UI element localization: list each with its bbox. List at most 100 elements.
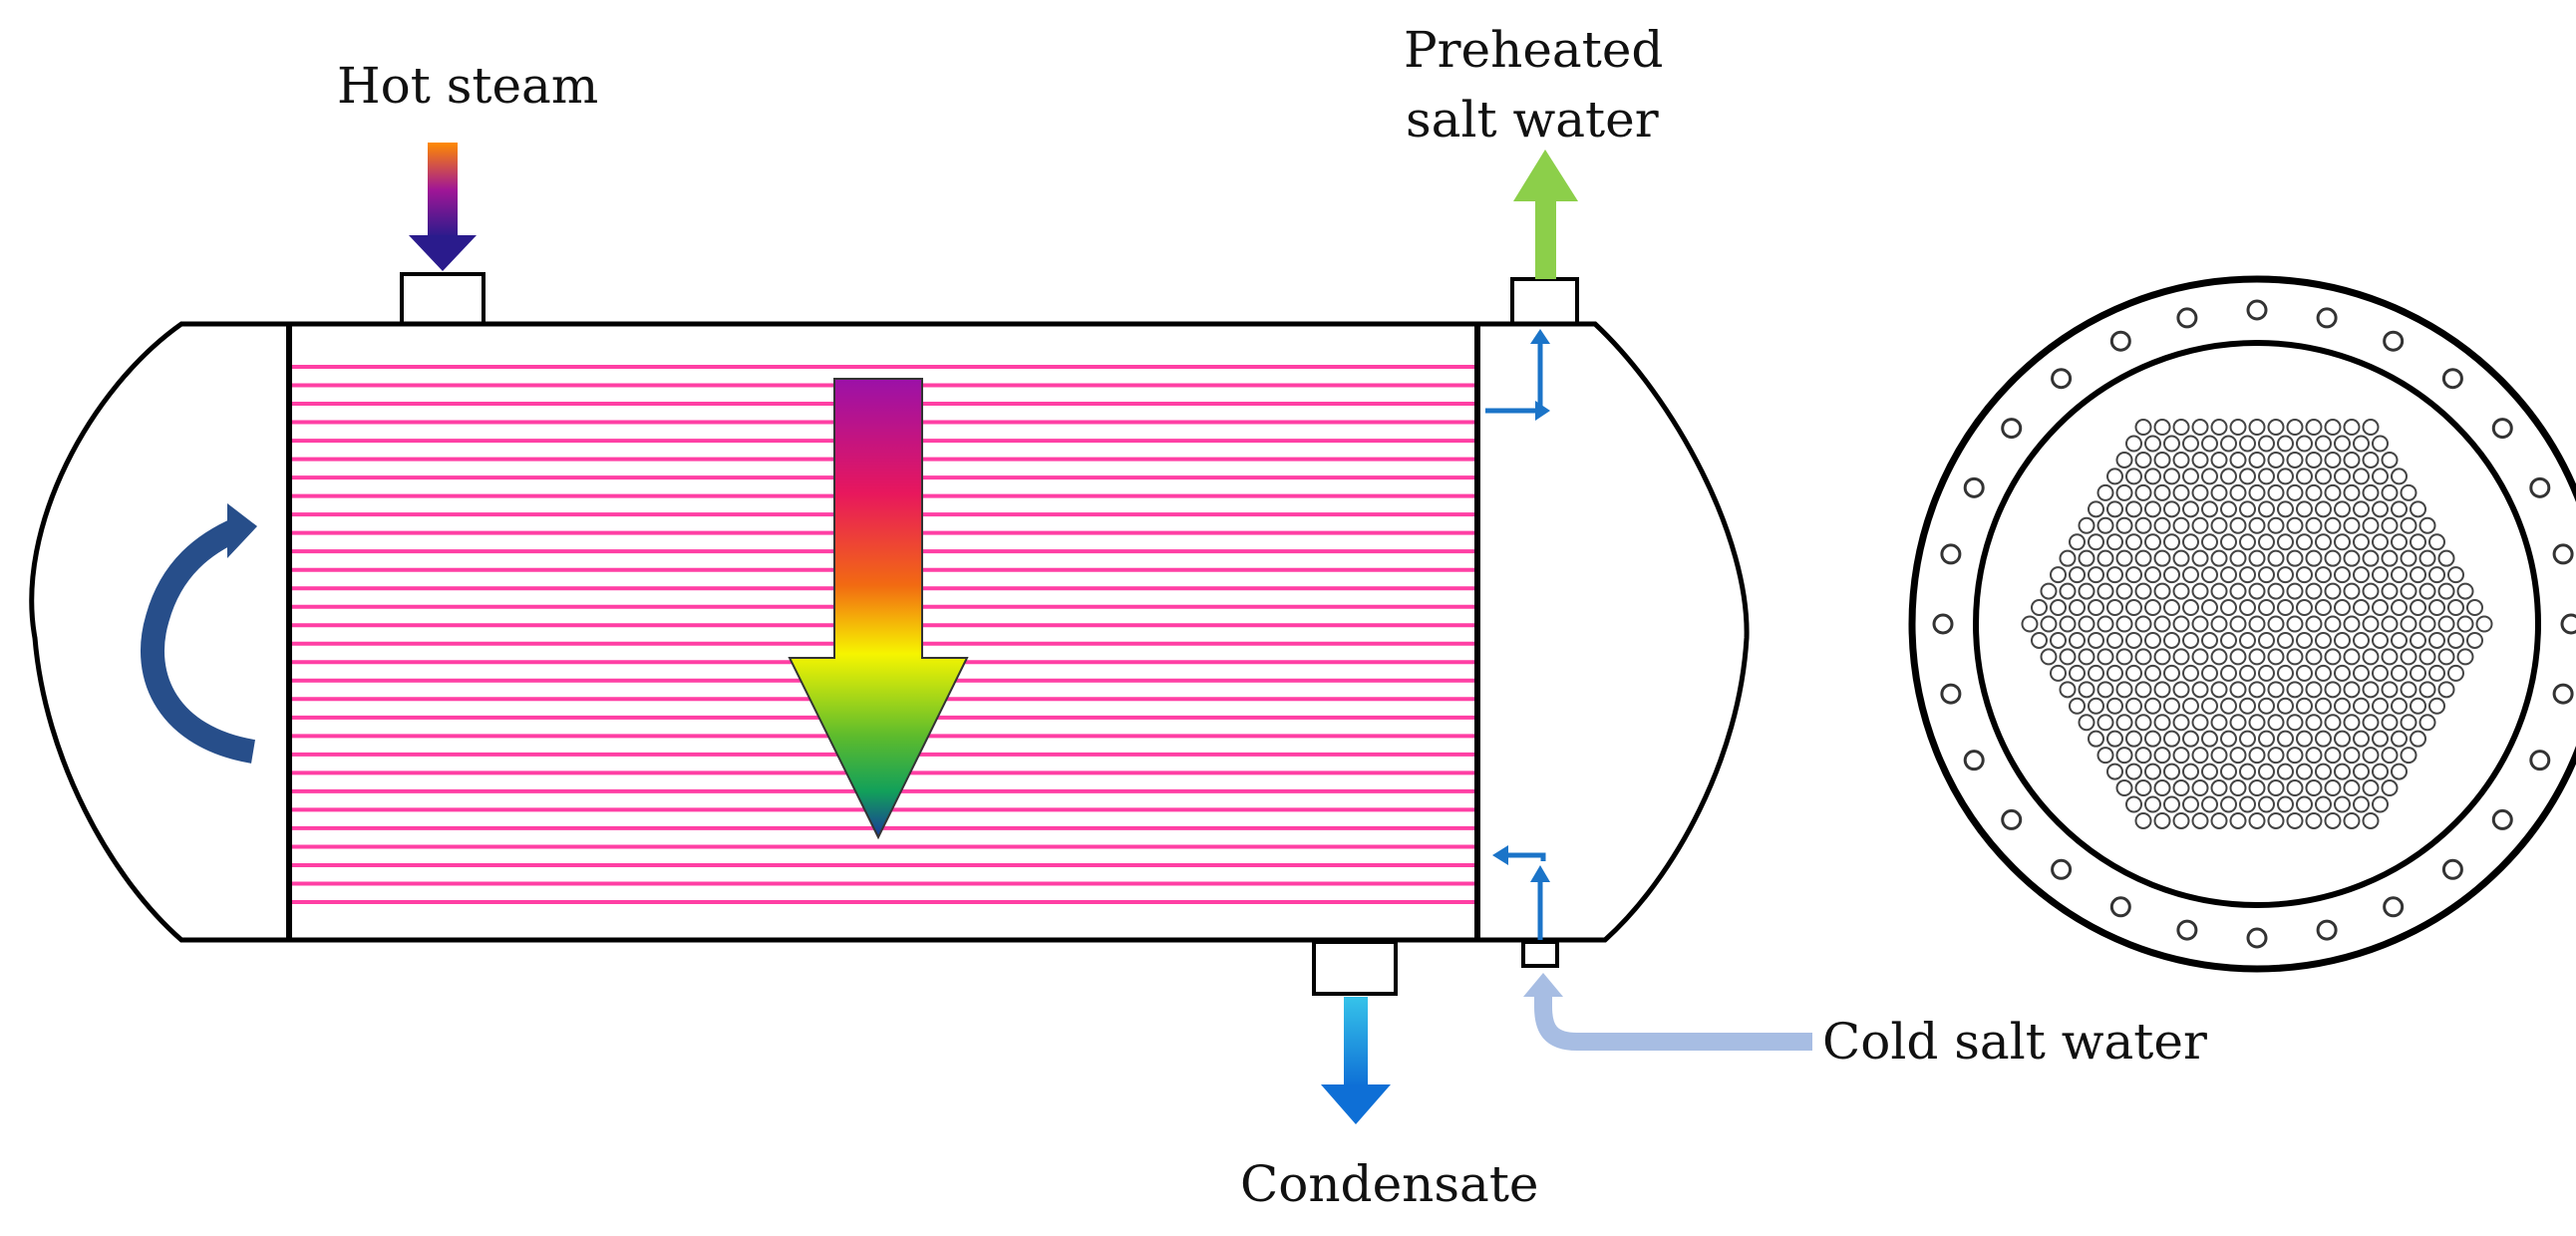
tube-hole bbox=[2286, 582, 2304, 600]
tube-hole bbox=[2305, 549, 2323, 567]
tube-hole bbox=[2305, 516, 2323, 534]
tube-hole bbox=[2096, 582, 2114, 600]
tube-hole bbox=[2372, 763, 2389, 780]
tube-hole bbox=[2277, 533, 2294, 551]
tube-hole bbox=[2334, 763, 2351, 780]
flange-bolt bbox=[2491, 808, 2513, 830]
tube-hole bbox=[2144, 533, 2161, 551]
preheated-label-line1: Preheated bbox=[1404, 21, 1663, 79]
tube-hole bbox=[2210, 648, 2228, 666]
tube-hole bbox=[2286, 747, 2304, 765]
tube-hole bbox=[2277, 631, 2294, 649]
tube-hole bbox=[2305, 779, 2323, 797]
tube-hole bbox=[2229, 779, 2247, 797]
flange-bolt-circle bbox=[1932, 299, 2576, 949]
tube-hole bbox=[2286, 648, 2304, 666]
tube-hole bbox=[2106, 599, 2123, 617]
tube-hole bbox=[2400, 582, 2417, 600]
tube-hole bbox=[2343, 779, 2361, 797]
tube-hole bbox=[2267, 615, 2285, 633]
tube-hole bbox=[2456, 582, 2474, 600]
tube-hole bbox=[2362, 419, 2380, 437]
tube-hole bbox=[2201, 697, 2218, 715]
tube-hole bbox=[2125, 763, 2142, 780]
tube-hole bbox=[2210, 516, 2228, 534]
tube-hole bbox=[2277, 795, 2294, 813]
tube-hole bbox=[2163, 533, 2180, 551]
tube-hole bbox=[2391, 664, 2408, 682]
tube-hole bbox=[2362, 681, 2380, 699]
tube-hole bbox=[2125, 435, 2142, 453]
tube-hole bbox=[2400, 747, 2417, 765]
tube-hole bbox=[2447, 664, 2464, 682]
tube-hole bbox=[2353, 697, 2370, 715]
flange-bolt bbox=[2441, 368, 2463, 390]
tube-hole bbox=[2286, 615, 2304, 633]
tube-hole bbox=[2258, 566, 2275, 584]
tube-hole bbox=[2286, 419, 2304, 437]
tube-hole bbox=[2391, 599, 2408, 617]
tube-hole bbox=[2210, 582, 2228, 600]
tube-hole bbox=[2201, 533, 2218, 551]
tube-hole bbox=[2125, 533, 2142, 551]
tube-hole bbox=[2125, 730, 2142, 748]
tube-hole bbox=[2315, 664, 2332, 682]
tube-hole bbox=[2286, 714, 2304, 732]
tube-hole bbox=[2372, 631, 2389, 649]
tube-hole bbox=[2362, 779, 2380, 797]
tube-hole bbox=[2334, 599, 2351, 617]
tube-hole bbox=[2059, 582, 2077, 600]
flange-bolt bbox=[2491, 418, 2513, 440]
tube-hole bbox=[2115, 451, 2133, 468]
tube-hole bbox=[2153, 779, 2171, 797]
tube-hole bbox=[2277, 730, 2294, 748]
tube-hole bbox=[2315, 730, 2332, 748]
tube-hole bbox=[2324, 648, 2342, 666]
preheated-salt-water-arrow bbox=[1513, 150, 1578, 279]
tube-hole bbox=[2210, 549, 2228, 567]
tube-hole bbox=[2040, 582, 2058, 600]
tube-hole bbox=[2115, 549, 2133, 567]
tube-hole bbox=[2248, 582, 2266, 600]
tube-hole bbox=[2115, 648, 2133, 666]
steam-inlet-nozzle bbox=[400, 272, 485, 328]
tube-hole bbox=[2391, 730, 2408, 748]
tube-hole bbox=[2125, 500, 2142, 518]
tube-hole bbox=[2163, 599, 2180, 617]
tube-hole-pattern bbox=[2021, 419, 2493, 829]
flange-bolt bbox=[2246, 299, 2268, 321]
tube-hole bbox=[2362, 549, 2380, 567]
tube-hole bbox=[2172, 779, 2190, 797]
tube-hole bbox=[2078, 714, 2095, 732]
tube-hole bbox=[2220, 697, 2237, 715]
tube-hole bbox=[2172, 811, 2190, 829]
tube-hole bbox=[2353, 566, 2370, 584]
flange-bolt bbox=[2176, 919, 2198, 941]
tube-hole bbox=[2343, 549, 2361, 567]
flange-bolt bbox=[2316, 919, 2338, 941]
tube-hole bbox=[2343, 648, 2361, 666]
tube-hole bbox=[2381, 714, 2399, 732]
tube-hole bbox=[2239, 730, 2256, 748]
tube-hole bbox=[2258, 500, 2275, 518]
tube-hole bbox=[2334, 697, 2351, 715]
tube-hole bbox=[2201, 730, 2218, 748]
tube-hole bbox=[2229, 582, 2247, 600]
tube-hole bbox=[2191, 681, 2209, 699]
tube-hole bbox=[2277, 697, 2294, 715]
tube-hole bbox=[2163, 795, 2180, 813]
tube-hole bbox=[2050, 664, 2067, 682]
tube-hole bbox=[2334, 631, 2351, 649]
tube-hole bbox=[2078, 516, 2095, 534]
tube-hole bbox=[2201, 599, 2218, 617]
tube-hole bbox=[2134, 747, 2152, 765]
tube-hole bbox=[2106, 467, 2123, 485]
tube-hole bbox=[2391, 533, 2408, 551]
tube-hole bbox=[2324, 681, 2342, 699]
tube-hole bbox=[2069, 664, 2086, 682]
tube-hole bbox=[2182, 730, 2199, 748]
tube-hole bbox=[2305, 419, 2323, 437]
tube-hole bbox=[2106, 763, 2123, 780]
tube-hole bbox=[2286, 483, 2304, 501]
